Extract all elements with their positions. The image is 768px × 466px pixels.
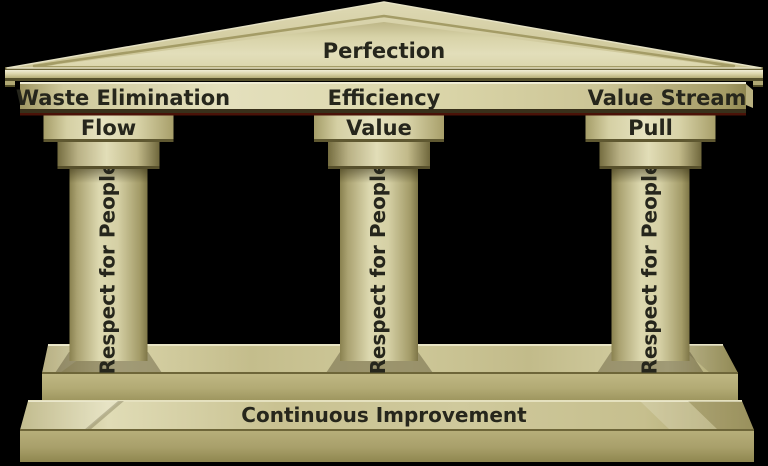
capital-left-echinus-edge [57,166,160,169]
beam-top-highlight [20,82,746,84]
column-center-shaft-shadow [340,169,418,183]
pediment-tympanum [46,22,722,66]
capital-label-value: Value [346,116,412,140]
column-center: Respect for People [340,161,418,375]
capital-left-echinus [57,142,160,169]
entablature-label-efficiency: Efficiency [328,86,441,110]
pillar-label-center: Respect for People [366,161,390,374]
pediment: Perfection [6,1,762,69]
capital-center-echinus-edge [328,166,430,169]
cornice-lip-left-edge [5,85,15,87]
lower-step-top-edge [28,400,742,402]
capital-center-abacus-edge [314,139,444,142]
lower-step-top [20,401,754,430]
column-right-shaft-shadow [611,169,690,183]
column-center-shaft [340,169,418,361]
column-left-shaft-shadow [69,169,148,183]
capital-right-echinus [599,142,702,169]
lower-step-sheen-right [640,401,718,430]
upper-step-face [42,373,738,401]
capital-center-abacus [314,113,444,142]
capital-right-abacus-edge [585,139,716,142]
capitals: Flow Value Pull [43,113,716,169]
upper-step-corner-right [678,345,738,373]
bottom-step-face [20,430,754,462]
column-right-shaft [611,169,690,361]
cornice-lip-right-edge [753,85,763,87]
capital-left-abacus-edge [43,139,174,142]
upper-step-face-edge [42,372,738,374]
lower-step-corner-right [688,401,754,430]
lower-step-miter-left [84,401,124,430]
pillar-label-left: Respect for People [96,161,120,374]
capital-label-flow: Flow [81,116,136,140]
entablature-label-waste-elimination: Waste Elimination [16,86,230,110]
capital-right-echinus-edge [599,166,702,169]
beam-bottom-edge [20,109,746,113]
column-left: Respect for People [69,161,148,375]
entablature-label-value-stream: Value Stream [588,86,747,110]
pediment-label: Perfection [323,39,445,63]
entablature-beam: Waste Elimination Efficiency Value Strea… [16,82,753,116]
capital-left-abacus [43,113,174,142]
beam-face [20,82,746,109]
bottom-step-face-edge [20,429,754,431]
pillar-label-right: Respect for People [638,161,662,374]
lower-step-corner-left [20,401,120,430]
capital-center-echinus [328,142,430,169]
beam-right-bevel [746,84,753,108]
cornice-band [5,70,763,78]
cornice-bottom-line [5,78,763,81]
capital-label-pull: Pull [628,116,673,140]
column-right: Respect for People [611,161,690,375]
foundation-label: Continuous Improvement [241,403,527,427]
capital-right-abacus [585,113,716,142]
beam-shadow-line [20,113,746,116]
column-left-shaft [69,169,148,361]
